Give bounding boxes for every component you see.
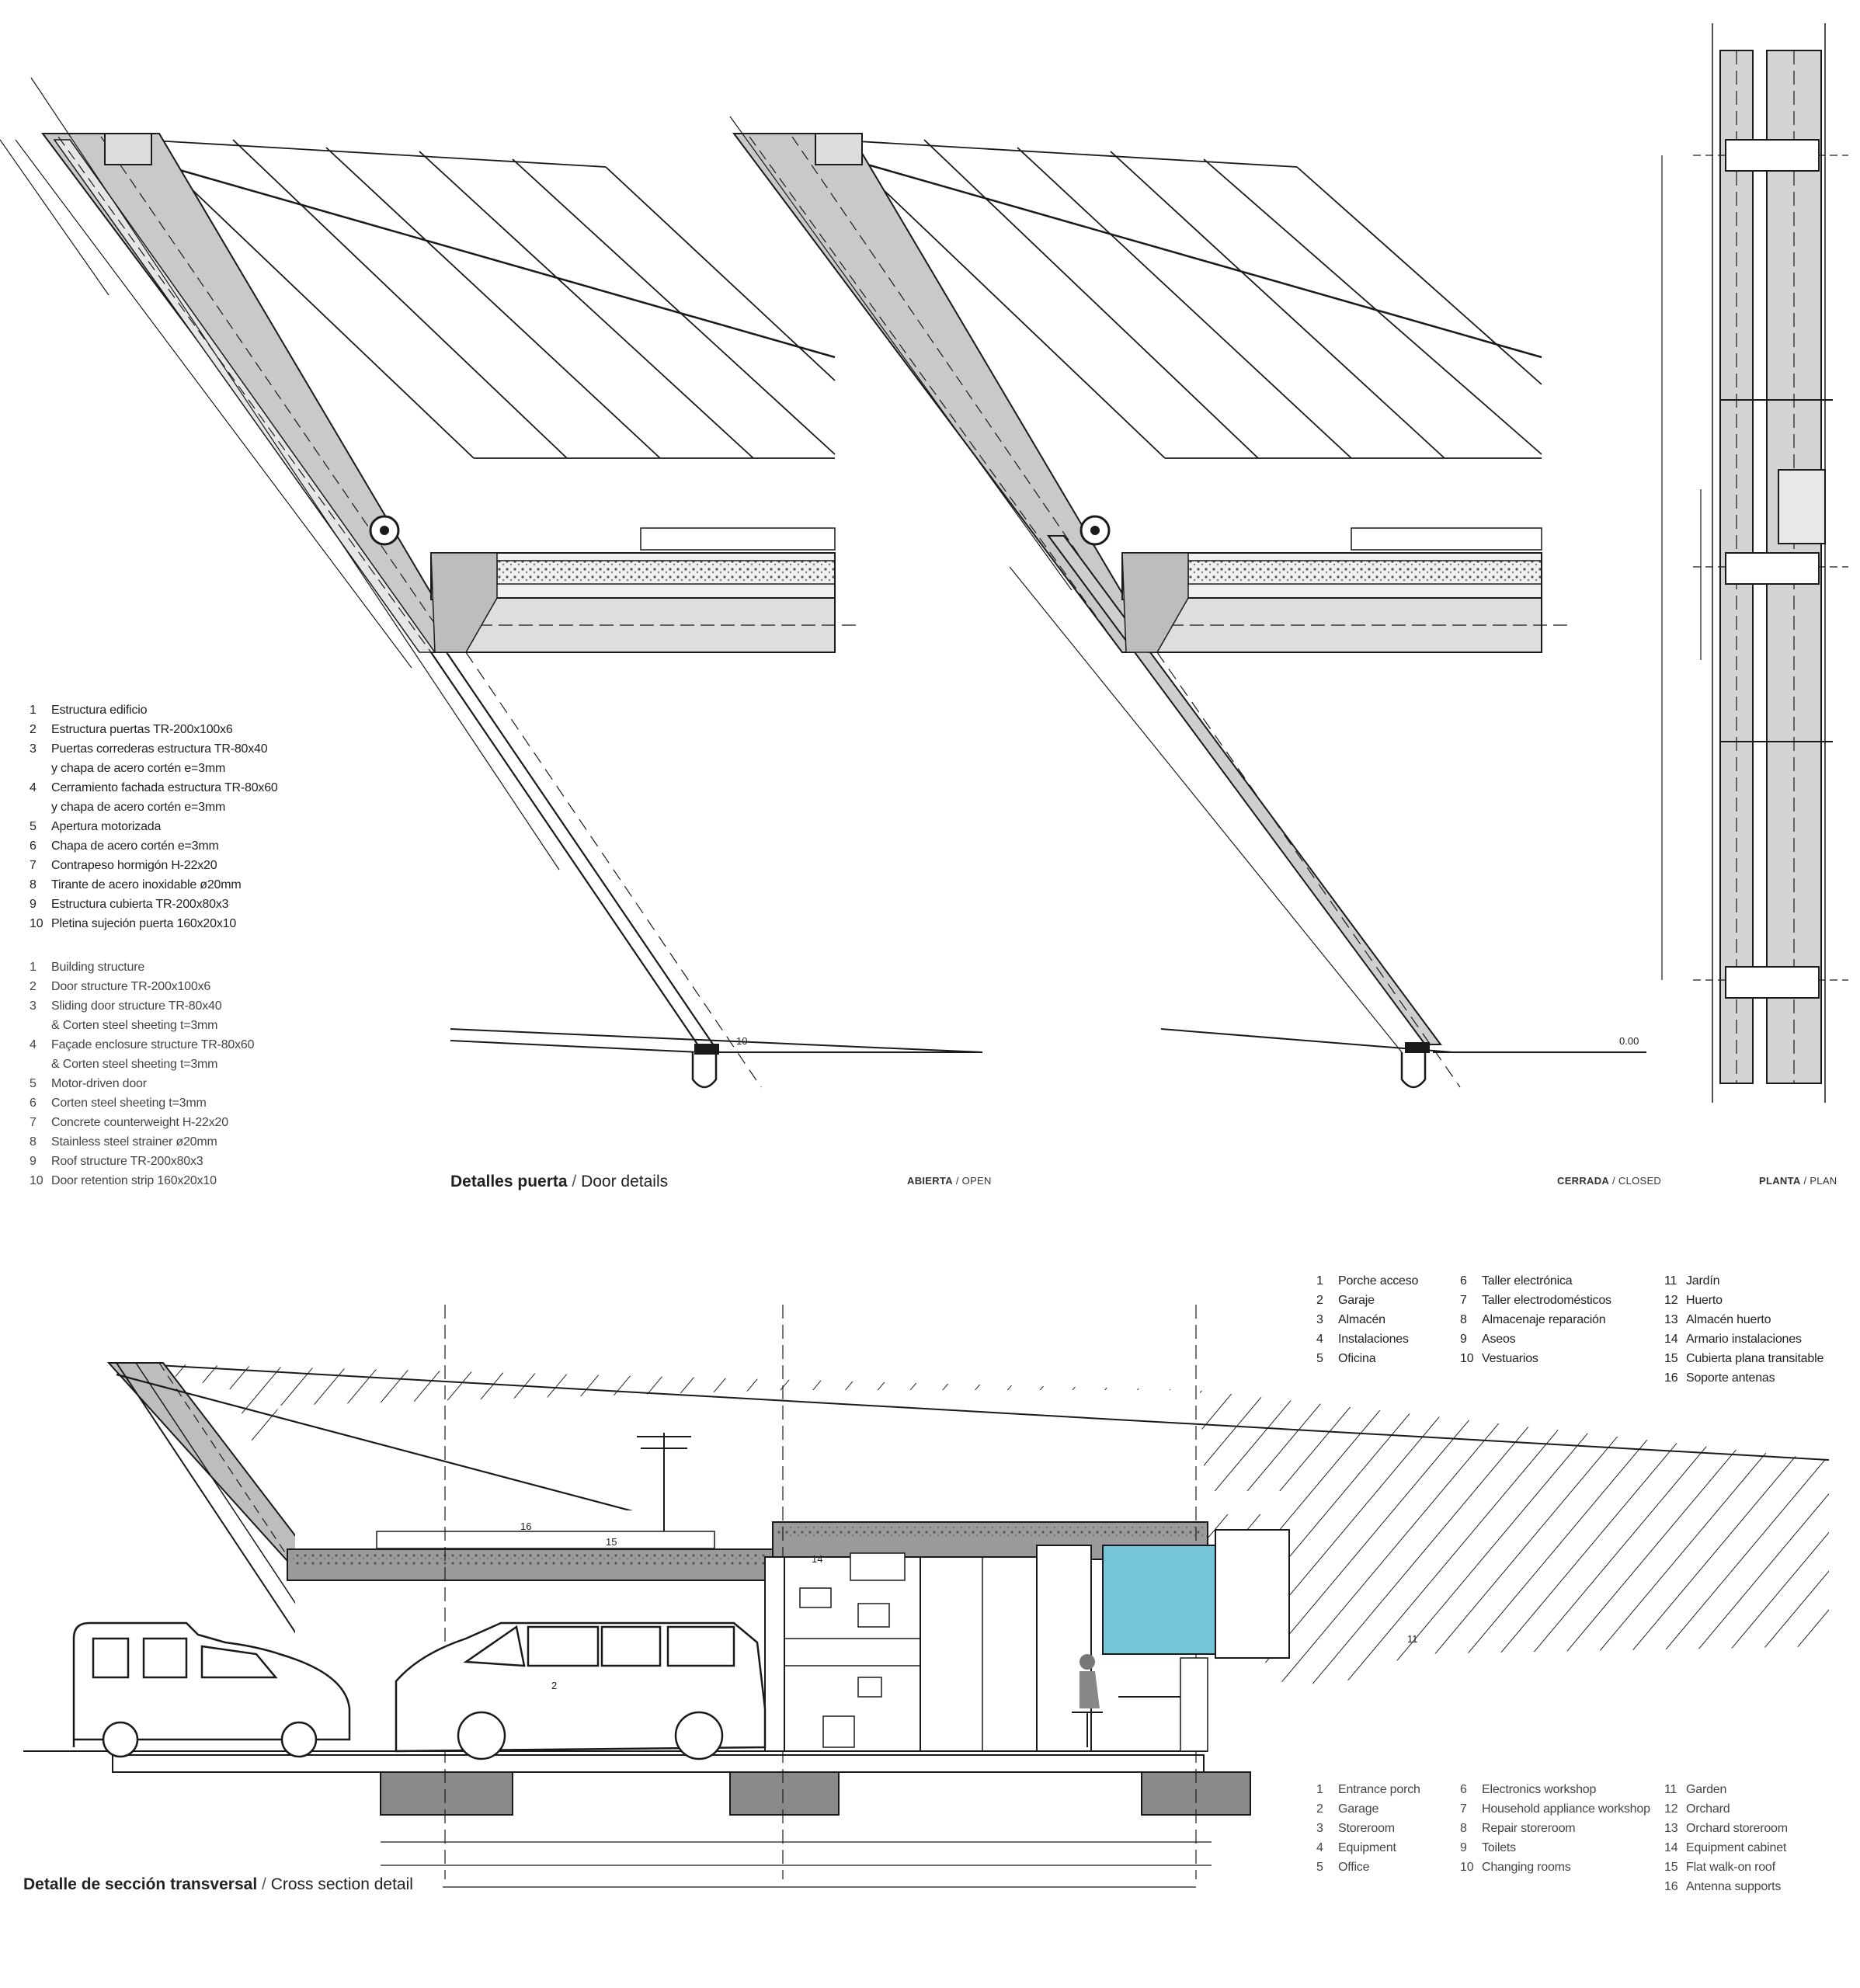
office-glazing bbox=[1102, 1545, 1216, 1655]
door-detail-open bbox=[0, 77, 983, 1089]
footing-2 bbox=[729, 1771, 840, 1816]
roof-slats-open bbox=[139, 139, 836, 459]
footing-1 bbox=[380, 1771, 513, 1816]
mark-2: 2 bbox=[551, 1680, 557, 1691]
roof-slats-closed bbox=[830, 139, 1542, 459]
door-details-caption: Detalles puerta / Door details bbox=[450, 1173, 669, 1190]
mark-10: 10 bbox=[736, 1035, 747, 1047]
level-0-00: 0.00 bbox=[1619, 1035, 1639, 1047]
tie-rod-open bbox=[155, 162, 836, 359]
earth-hatch bbox=[116, 1363, 1829, 1685]
section-caption: Detalle de sección transversal / Cross s… bbox=[23, 1875, 413, 1893]
car bbox=[395, 1621, 767, 1760]
van bbox=[72, 1621, 351, 1758]
mark-15: 15 bbox=[606, 1536, 617, 1548]
mark-16: 16 bbox=[520, 1521, 531, 1532]
mark-14: 14 bbox=[812, 1553, 822, 1565]
plan-view bbox=[1661, 23, 1848, 1103]
door-detail-closed bbox=[729, 116, 1646, 1089]
tag-open: ABIERTA / OPEN bbox=[907, 1175, 992, 1187]
cross-section bbox=[23, 1305, 1830, 1888]
tag-closed: CERRADA / CLOSED bbox=[1557, 1175, 1662, 1187]
tag-plan: PLANTA / PLAN bbox=[1759, 1175, 1837, 1187]
mark-11: 11 bbox=[1407, 1633, 1418, 1645]
tie-rod-closed bbox=[861, 162, 1542, 359]
